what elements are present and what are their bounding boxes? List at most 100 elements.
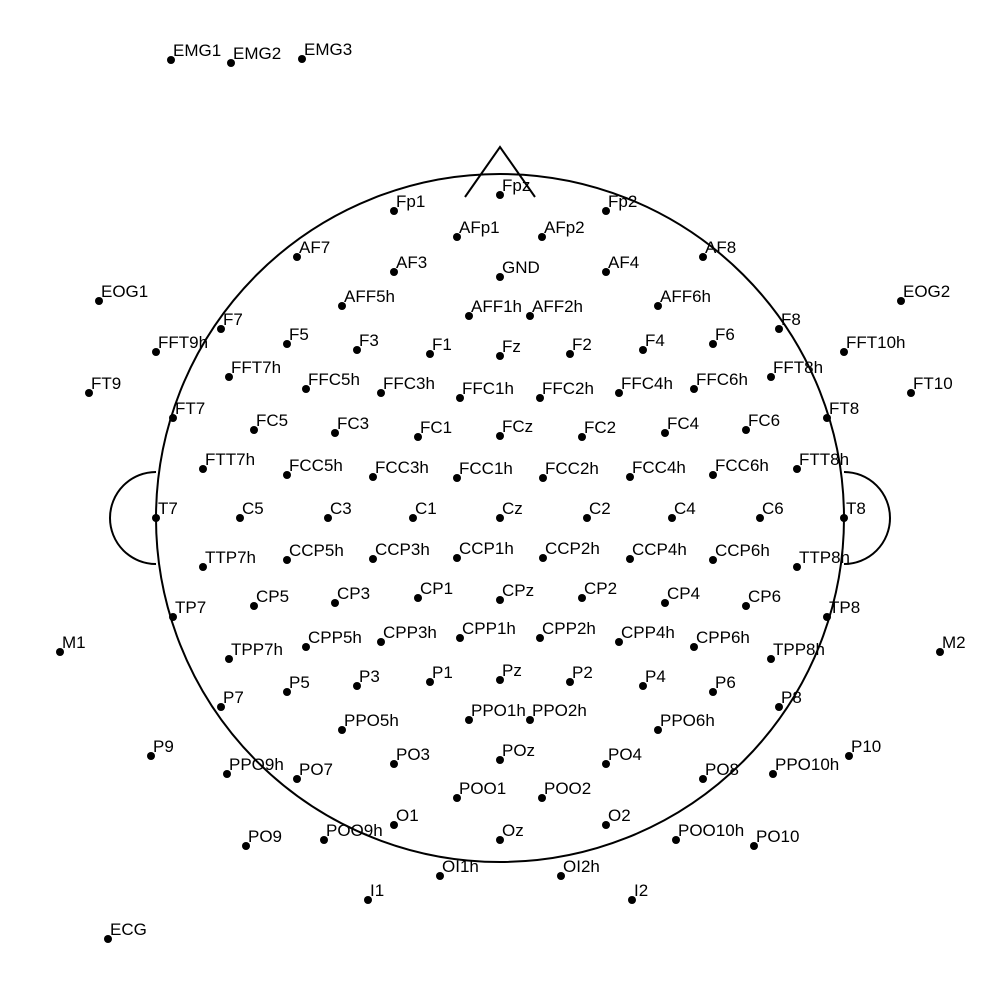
electrode-dot [338, 726, 346, 734]
electrode-c2: C2 [583, 499, 611, 522]
electrode-cpp5h: CPP5h [302, 628, 362, 651]
electrode-fft8h: FFT8h [767, 358, 823, 381]
electrode-label: PPO6h [660, 711, 715, 730]
electrode-label: FC5 [256, 411, 288, 430]
electrode-fz: Fz [496, 337, 521, 360]
electrode-label: I1 [370, 881, 384, 900]
electrode-dot [152, 514, 160, 522]
electrode-dot [699, 775, 707, 783]
electrode-label: FCC6h [715, 456, 769, 475]
electrode-dot [709, 688, 717, 696]
electrode-dot [227, 59, 235, 67]
electrode-label: O2 [608, 806, 631, 825]
electrode-dot [369, 555, 377, 563]
electrode-dot [709, 556, 717, 564]
left-ear-outline [109, 471, 157, 565]
electrode-dot [95, 297, 103, 305]
electrode-c3: C3 [324, 499, 352, 522]
electrode-label: CP5 [256, 587, 289, 606]
electrode-dot [199, 563, 207, 571]
electrode-ffc3h: FFC3h [377, 374, 435, 397]
electrode-ftt7h: FTT7h [199, 450, 255, 473]
electrode-label: FFC1h [462, 379, 514, 398]
electrode-label: AFF2h [532, 297, 583, 316]
electrode-fc2: FC2 [578, 418, 616, 441]
electrode-dot [823, 414, 831, 422]
electrode-cpp3h: CPP3h [377, 623, 437, 646]
electrode-dot [496, 273, 504, 281]
electrode-dot [668, 514, 676, 522]
electrode-o2: O2 [602, 806, 631, 829]
electrode-dot [496, 756, 504, 764]
electrode-fc4: FC4 [661, 414, 699, 437]
electrode-dot [897, 297, 905, 305]
electrode-label: FC3 [337, 414, 369, 433]
electrode-label: FT8 [829, 399, 859, 418]
electrode-dot [465, 312, 473, 320]
electrode-label: AF8 [705, 238, 736, 257]
electrode-ppo2h: PPO2h [526, 701, 587, 724]
electrode-dot [85, 389, 93, 397]
electrode-dot [756, 514, 764, 522]
electrode-fcc6h: FCC6h [709, 456, 769, 479]
electrode-dot [465, 716, 473, 724]
electrode-label: PPO5h [344, 711, 399, 730]
electrode-dot [320, 836, 328, 844]
electrode-c6: C6 [756, 499, 784, 522]
electrode-label: FC1 [420, 418, 452, 437]
electrode-label: M2 [942, 633, 966, 652]
electrode-po10: PO10 [750, 827, 799, 850]
electrode-ffc6h: FFC6h [690, 370, 748, 393]
electrode-aff2h: AFF2h [526, 297, 583, 320]
electrode-fcz: FCz [496, 417, 533, 440]
electrode-label: FCz [502, 417, 533, 436]
electrode-label: TTP7h [205, 548, 256, 567]
electrode-poo1: POO1 [453, 779, 506, 802]
electrode-i2: I2 [628, 881, 648, 904]
electrode-oz: Oz [496, 821, 524, 844]
electrode-dot [496, 596, 504, 604]
electrode-label: FFC4h [621, 374, 673, 393]
electrode-dot [566, 678, 574, 686]
electrode-label: TPP8h [773, 640, 825, 659]
electrode-label: FFC5h [308, 370, 360, 389]
electrode-fp2: Fp2 [602, 192, 637, 215]
electrode-tp7: TP7 [169, 598, 206, 621]
electrode-dot [353, 346, 361, 354]
electrode-dot [775, 703, 783, 711]
electrode-dot [147, 752, 155, 760]
electrode-label: C6 [762, 499, 784, 518]
electrode-f8: F8 [775, 310, 801, 333]
electrode-dot [936, 648, 944, 656]
electrode-ccp5h: CCP5h [283, 541, 344, 564]
electrode-label: FT9 [91, 374, 121, 393]
electrode-label: FC6 [748, 411, 780, 430]
electrode-label: PPO10h [775, 755, 839, 774]
electrode-label: POO9h [326, 821, 383, 840]
electrode-dot [539, 554, 547, 562]
electrode-aff1h: AFF1h [465, 297, 522, 320]
electrode-poz: POz [496, 741, 535, 764]
electrode-fft9h: FFT9h [152, 333, 208, 356]
electrode-f5: F5 [283, 325, 309, 348]
electrode-ffc1h: FFC1h [456, 379, 514, 402]
electrode-label: T7 [158, 499, 178, 518]
electrode-p5: P5 [283, 673, 310, 696]
electrode-cp4: CP4 [661, 584, 700, 607]
electrode-dot [324, 514, 332, 522]
electrode-dot [690, 643, 698, 651]
electrode-dot [436, 872, 444, 880]
electrode-label: P1 [432, 663, 453, 682]
electrode-af3: AF3 [390, 253, 427, 276]
electrode-dot [578, 433, 586, 441]
electrode-po9: PO9 [242, 827, 282, 850]
electrode-dot [364, 896, 372, 904]
electrode-dot [615, 389, 623, 397]
electrode-dot [536, 634, 544, 642]
electrode-cpp1h: CPP1h [456, 619, 516, 642]
electrode-dot [742, 602, 750, 610]
electrode-dot [283, 688, 291, 696]
electrode-p7: P7 [217, 688, 244, 711]
electrode-p6: P6 [709, 673, 736, 696]
electrode-label: P2 [572, 663, 593, 682]
